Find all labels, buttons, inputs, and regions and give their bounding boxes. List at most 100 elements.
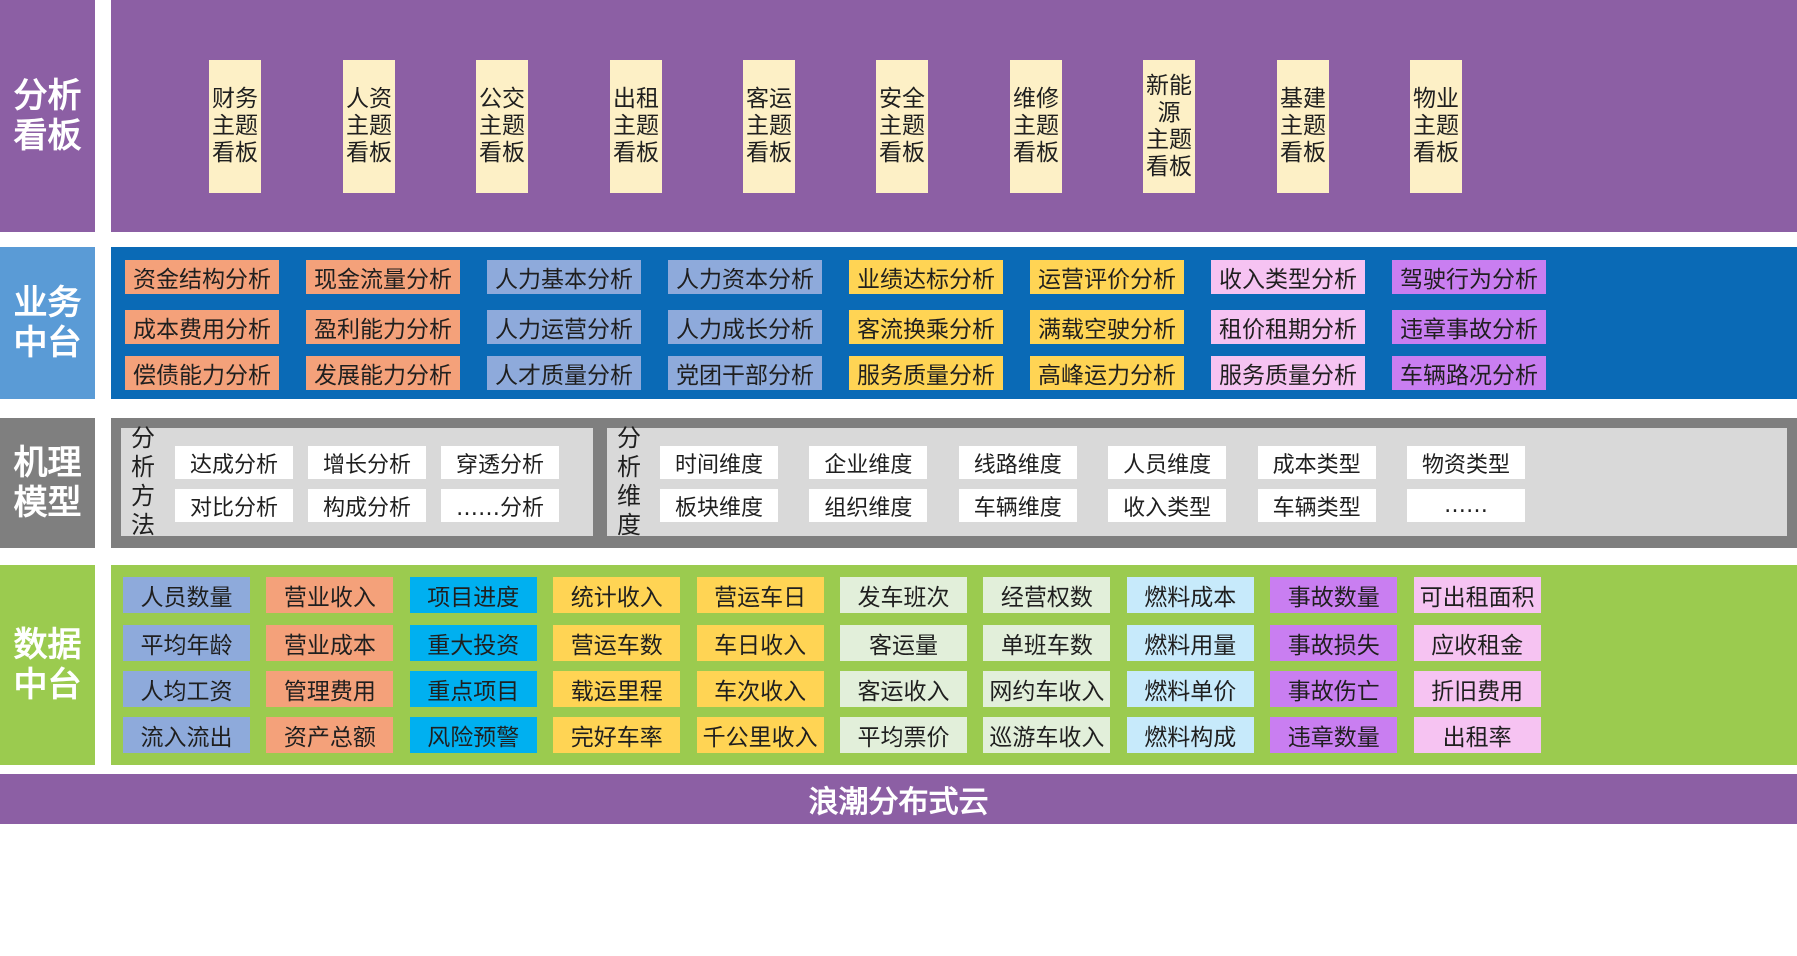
business-analysis-item: 运营评价分析 (1030, 260, 1184, 294)
data-metric-item: 重点项目 (409, 671, 537, 707)
model-panel: 分析方法 达成分析增长分析穿透分析对比分析构成分析……分析 分析维度 时间维度企… (111, 418, 1797, 548)
data-metric-item: 营业成本 (266, 625, 394, 661)
data-metric-item: 项目进度 (409, 577, 537, 613)
dimensions-label-char: 度 (617, 511, 641, 539)
method-item: 穿透分析 (441, 446, 559, 479)
data-metric-item: 网约车收入 (983, 671, 1111, 707)
dashboard-card: 物业 主题 看板 (1410, 60, 1462, 193)
data-metric-item: 人员数量 (123, 577, 250, 613)
business-analysis-item: 客流换乘分析 (849, 310, 1003, 344)
dashboard-card: 安全 主题 看板 (876, 60, 928, 193)
method-item: 达成分析 (175, 446, 293, 479)
business-analysis-item: 高峰运力分析 (1030, 356, 1184, 390)
dimension-item: 企业维度 (809, 446, 928, 479)
data-metric-item: 车次收入 (696, 671, 824, 707)
dimensions-label: 分析维度 (611, 424, 647, 539)
dashboard-card: 客运 主题 看板 (743, 60, 795, 193)
dimensions-label-char: 维 (617, 482, 641, 510)
data-metric-item: 载运里程 (553, 671, 681, 707)
data-metric-item: 客运量 (840, 625, 967, 661)
dashboard-card: 财务 主题 看板 (209, 60, 261, 193)
data-metric-item: 流入流出 (123, 717, 250, 753)
business-analysis-item: 人力成长分析 (668, 310, 822, 344)
data-metric-item: 折旧费用 (1413, 671, 1541, 707)
business-analysis-item: 成本费用分析 (125, 310, 279, 344)
data-metric-item: 巡游车收入 (983, 717, 1111, 753)
dimension-item: …… (1407, 489, 1525, 522)
methods-label-char: 方 (131, 482, 155, 510)
method-item: 对比分析 (175, 489, 293, 522)
data-metric-item: 违章数量 (1270, 717, 1398, 753)
dimension-item: 收入类型 (1108, 489, 1227, 522)
row-label-model: 机理 模型 (0, 418, 95, 548)
data-metric-item: 燃料单价 (1126, 671, 1254, 707)
business-analysis-item: 党团干部分析 (668, 356, 822, 390)
data-metric-item: 平均票价 (840, 717, 967, 753)
business-analysis-item: 人力基本分析 (487, 260, 641, 294)
dimension-item: 线路维度 (958, 446, 1077, 479)
method-item: ……分析 (441, 489, 559, 522)
methods-label: 分析方法 (125, 424, 161, 539)
data-metric-item: 风险预警 (409, 717, 537, 753)
data-metric-item: 燃料成本 (1126, 577, 1254, 613)
business-analysis-item: 偿债能力分析 (125, 356, 279, 390)
business-analysis-item: 人力资本分析 (668, 260, 822, 294)
data-metric-item: 燃料构成 (1126, 717, 1254, 753)
data-metric-item: 营运车日 (696, 577, 824, 613)
data-metric-item: 出租率 (1413, 717, 1541, 753)
method-item: 构成分析 (308, 489, 426, 522)
business-analysis-item: 服务质量分析 (849, 356, 1003, 390)
row-label-data: 数据 中台 (0, 565, 95, 765)
dashboard-card: 维修 主题 看板 (1010, 60, 1062, 193)
dimension-item: 成本类型 (1257, 446, 1376, 479)
method-item: 增长分析 (308, 446, 426, 479)
dimensions-label-char: 析 (617, 453, 641, 481)
data-metric-item: 经营权数 (983, 577, 1111, 613)
dimension-item: 人员维度 (1108, 446, 1227, 479)
dimension-item: 组织维度 (809, 489, 928, 522)
business-analysis-item: 人才质量分析 (487, 356, 641, 390)
data-metric-item: 事故伤亡 (1270, 671, 1398, 707)
business-analysis-item: 违章事故分析 (1392, 310, 1546, 344)
data-metric-item: 管理费用 (266, 671, 394, 707)
dimensions-box: 分析维度 时间维度企业维度线路维度人员维度成本类型物资类型板块维度组织维度车辆维… (607, 424, 1787, 539)
business-analysis-item: 车辆路况分析 (1392, 356, 1546, 390)
data-metric-item: 可出租面积 (1413, 577, 1541, 613)
dimension-item: 车辆维度 (958, 489, 1077, 522)
dashboard-card: 出租 主题 看板 (610, 60, 662, 193)
data-metric-item: 单班车数 (983, 625, 1111, 661)
business-analysis-item: 租价租期分析 (1211, 310, 1365, 344)
business-analysis-item: 业绩达标分析 (849, 260, 1003, 294)
dimension-item: 板块维度 (660, 489, 778, 522)
business-panel: 资金结构分析成本费用分析偿债能力分析 现金流量分析盈利能力分析发展能力分析 人力基本… (111, 247, 1797, 399)
methods-label-char: 分 (131, 424, 155, 452)
dashboard-card: 人资 主题 看板 (343, 60, 395, 193)
dimension-item: 时间维度 (660, 446, 778, 479)
business-analysis-item: 服务质量分析 (1211, 356, 1365, 390)
business-analysis-item: 资金结构分析 (125, 260, 279, 294)
business-analysis-item: 盈利能力分析 (306, 310, 460, 344)
data-metric-item: 燃料用量 (1126, 625, 1254, 661)
data-metric-item: 重大投资 (409, 625, 537, 661)
business-analysis-item: 满载空驶分析 (1030, 310, 1184, 344)
business-analysis-item: 驾驶行为分析 (1392, 260, 1546, 294)
data-metric-item: 统计收入 (553, 577, 681, 613)
data-metric-item: 平均年龄 (123, 625, 250, 661)
dashboard-card: 新能 源 主题 看板 (1143, 60, 1195, 193)
footer-bar: 浪潮分布式云 (0, 774, 1797, 824)
dimensions-label-char: 分 (617, 424, 641, 452)
data-metric-item: 事故数量 (1270, 577, 1398, 613)
row-label-analysis: 分析 看板 (0, 0, 95, 232)
footer-title: 浪潮分布式云 (808, 785, 989, 820)
business-analysis-item: 现金流量分析 (306, 260, 460, 294)
data-metric-item: 车日收入 (696, 625, 824, 661)
data-metric-item: 发车班次 (840, 577, 967, 613)
business-analysis-item: 发展能力分析 (306, 356, 460, 390)
row-label-business: 业务 中台 (0, 247, 95, 399)
methods-box: 分析方法 达成分析增长分析穿透分析对比分析构成分析 ……分析 (121, 424, 593, 539)
methods-label-char: 法 (131, 511, 155, 539)
data-metric-item: 客运收入 (840, 671, 967, 707)
data-metric-item: 千公里收入 (696, 717, 824, 753)
dimension-item: 物资类型 (1407, 446, 1525, 479)
dashboard-card: 基建 主题 看板 (1277, 60, 1329, 193)
